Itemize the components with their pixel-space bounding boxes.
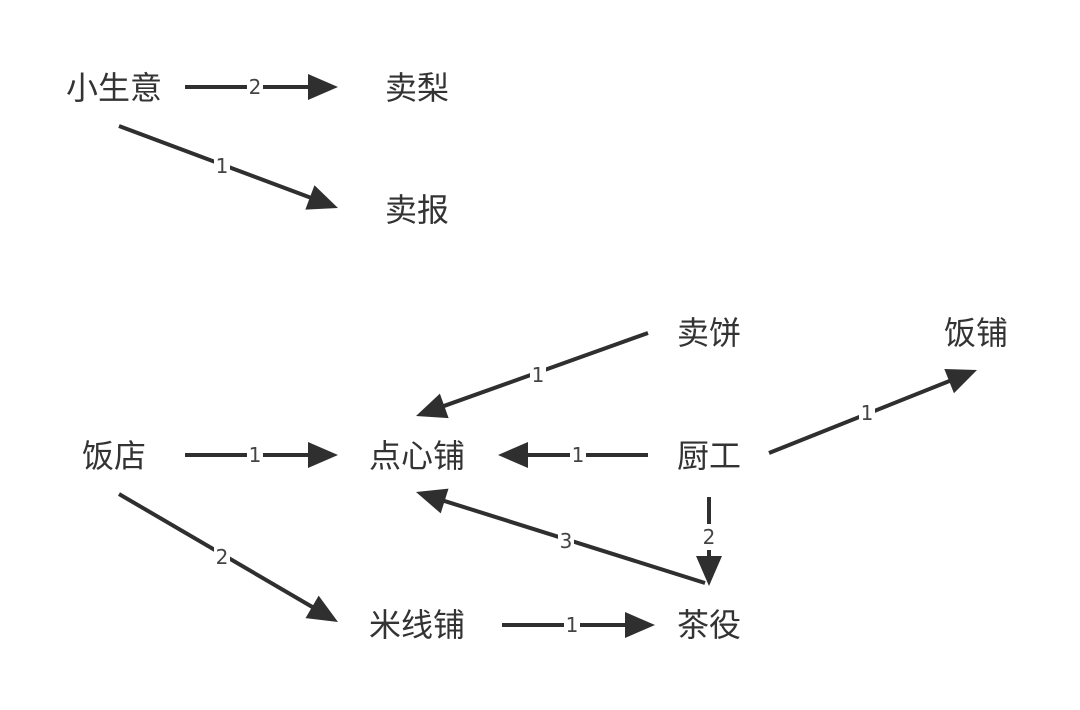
arrowhead-icon <box>416 488 449 514</box>
arrowhead-icon <box>305 185 338 210</box>
edge-weight-label: 3 <box>560 529 573 553</box>
edge-label-background <box>859 400 875 426</box>
arrowhead-icon <box>625 612 655 638</box>
arrowhead-icon <box>944 369 977 394</box>
edge-weight-label: 1 <box>216 154 229 178</box>
edge-label-background <box>214 544 230 570</box>
edge-xiaoshengyi-to-maibao: 1 <box>118 124 338 210</box>
edge-mixianpu-to-chayi: 1 <box>502 612 655 638</box>
edge-fandian-to-dianxinpu: 1 <box>185 442 338 468</box>
edge-weight-label: 1 <box>572 443 585 467</box>
node-maibing: 卖饼 <box>677 314 741 352</box>
edge-chayi-to-dianxinpu: 3 <box>416 488 706 585</box>
arrowhead-icon <box>305 595 338 622</box>
node-fanpu: 饭铺 <box>944 314 1008 352</box>
node-xiaoshengyi: 小生意 <box>66 69 162 107</box>
edge-weight-label: 1 <box>249 443 262 467</box>
edge-weight-label: 2 <box>703 525 716 549</box>
arrowhead-icon <box>696 556 722 586</box>
arrowhead-icon <box>498 442 528 468</box>
arrowhead-icon <box>416 393 449 419</box>
edge-label-background <box>247 74 263 100</box>
node-chayi: 茶役 <box>677 606 741 644</box>
node-mixianpu: 米线铺 <box>369 606 465 644</box>
edge-maibing-to-dianxinpu: 1 <box>416 331 649 419</box>
edge-weight-label: 2 <box>249 75 262 99</box>
edge-chugong-to-fanpu: 1 <box>768 369 977 455</box>
edge-label-background <box>701 524 717 550</box>
edge-label-background <box>558 528 574 554</box>
edge-weight-label: 1 <box>532 363 545 387</box>
node-maili: 卖梨 <box>385 69 449 107</box>
edges-layer: 2 1 1 1 1 1 2 3 2 1 <box>117 74 977 638</box>
edge-label-background <box>530 362 546 388</box>
edge-xiaoshengyi-to-maili: 2 <box>185 74 338 100</box>
edge-label-background <box>247 442 263 468</box>
edge-weight-label: 1 <box>566 613 579 637</box>
edge-label-background <box>214 153 230 179</box>
node-chugong: 厨工 <box>677 437 741 475</box>
edge-weight-label: 1 <box>861 401 874 425</box>
arrowhead-icon <box>308 442 338 468</box>
edge-chugong-to-dianxinpu: 1 <box>498 442 648 468</box>
node-maibao: 卖报 <box>385 191 449 229</box>
edge-label-background <box>564 612 580 638</box>
arrowhead-icon <box>308 74 338 100</box>
edge-weight-label: 2 <box>216 545 229 569</box>
node-fandian: 饭店 <box>82 437 146 475</box>
node-dianxinpu: 点心铺 <box>369 437 465 475</box>
edge-fandian-to-mixianpu: 2 <box>117 492 338 622</box>
edge-label-background <box>570 442 586 468</box>
edge-chugong-to-chayi: 2 <box>696 497 722 586</box>
